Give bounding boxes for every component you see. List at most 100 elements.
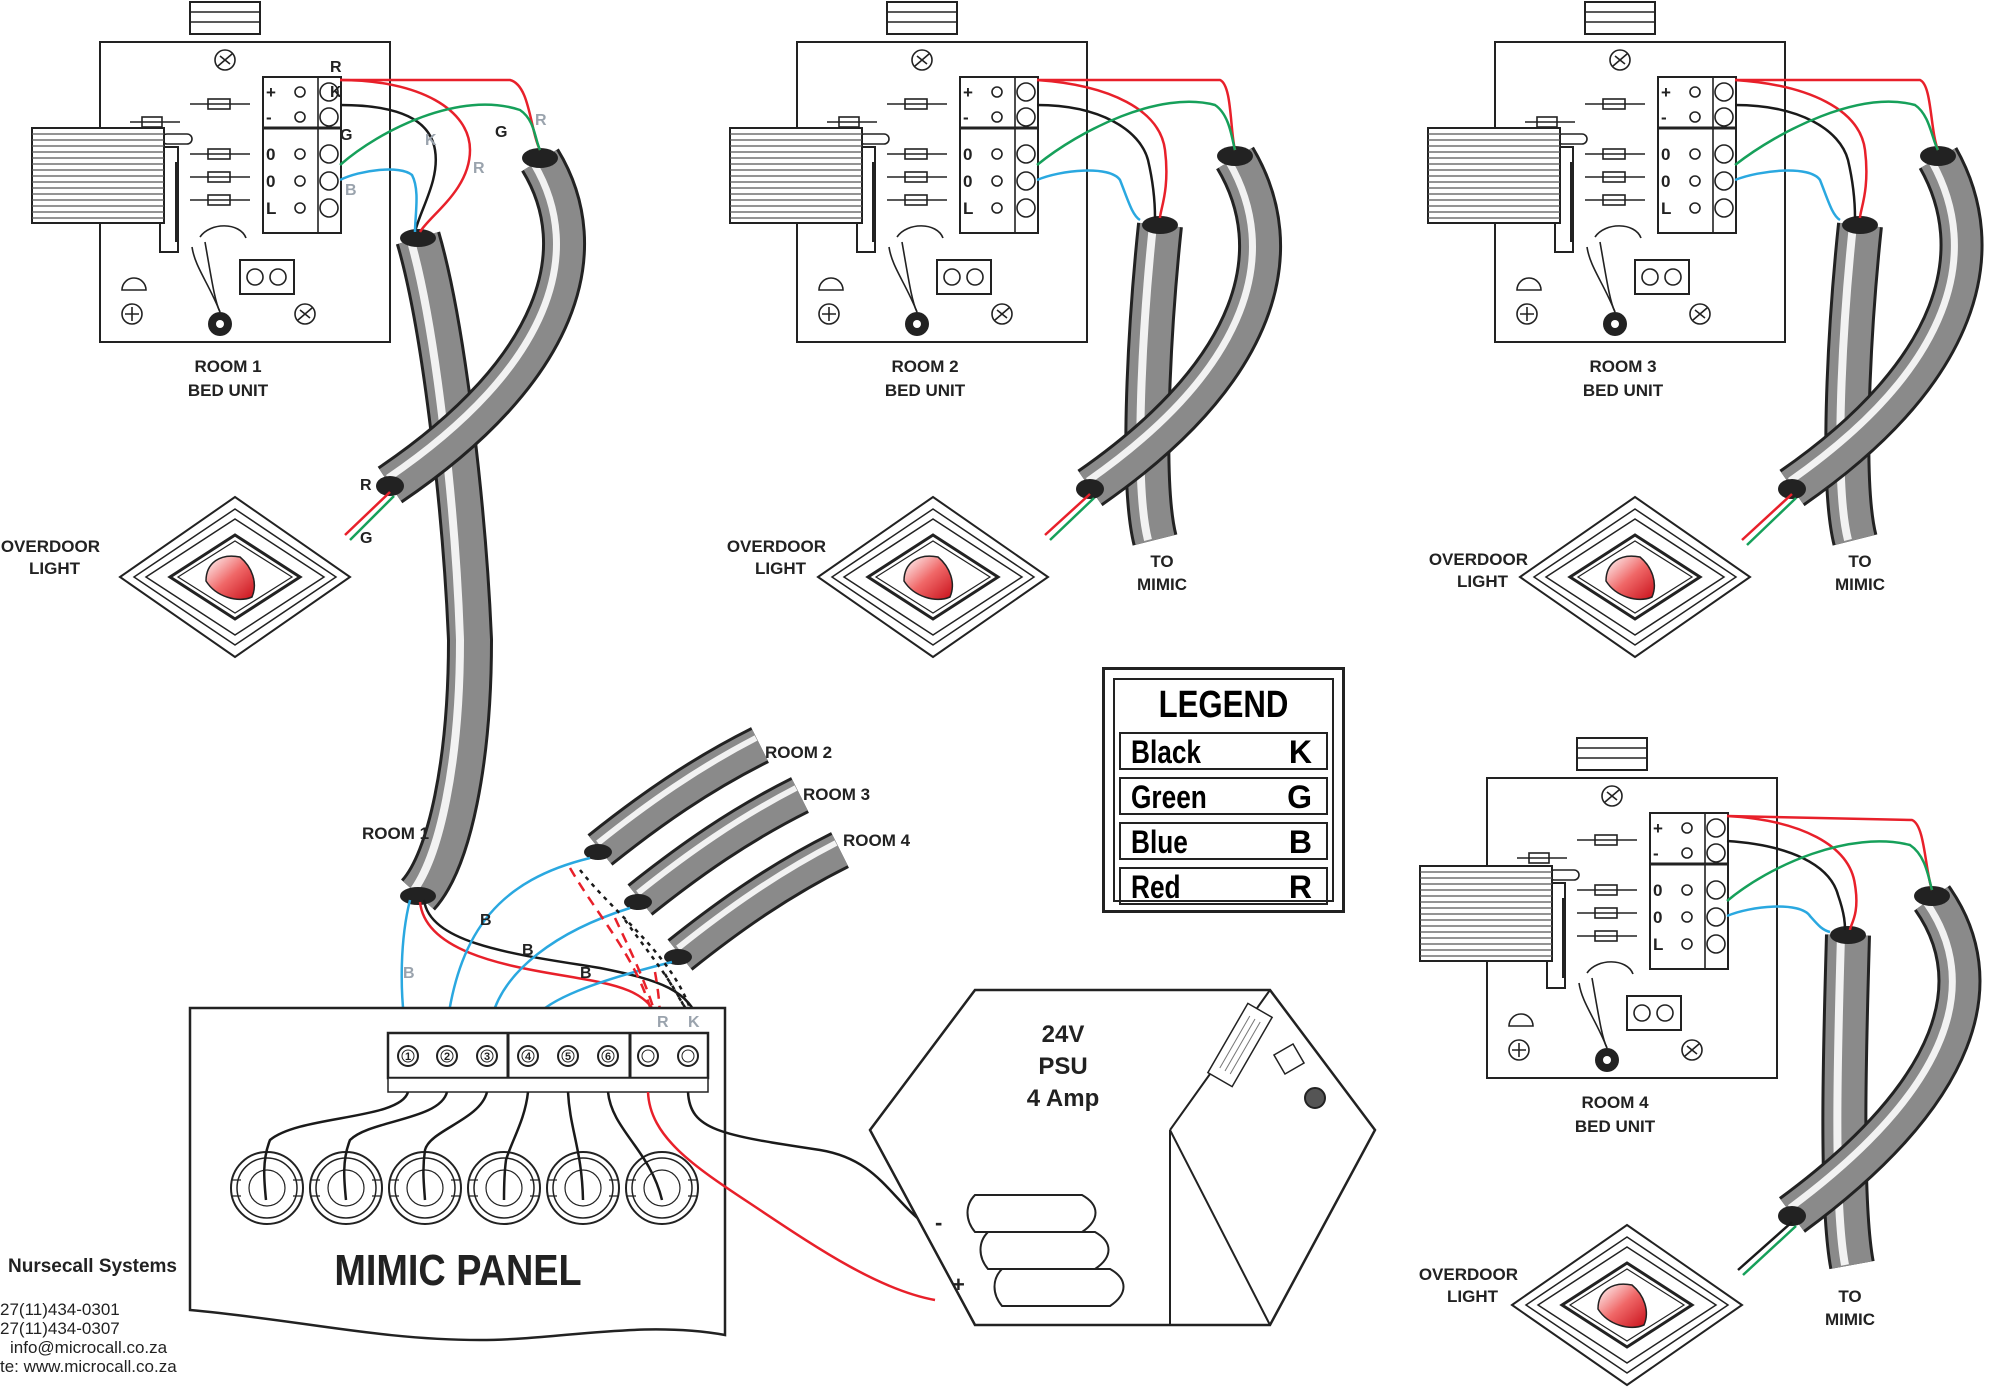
svg-text:-: - [1653,844,1659,863]
svg-text:ROOM 1: ROOM 1 [194,357,261,376]
legend-row-green: Green G [1119,777,1328,815]
svg-text:0: 0 [266,172,275,191]
svg-text:ROOM 3: ROOM 3 [1589,357,1656,376]
svg-text:ROOM 4: ROOM 4 [1581,1093,1649,1112]
svg-text:-: - [1661,108,1667,127]
svg-text:R: R [330,59,342,76]
legend-title: LEGEND [1158,684,1289,726]
svg-text:+: + [266,83,276,102]
svg-text:ROOM 2: ROOM 2 [765,743,832,762]
contact-email[interactable]: info@microcall.co.za [10,1338,168,1357]
contact-website[interactable]: te: www.microcall.co.za [0,1357,177,1376]
legend-code: B [1288,824,1312,860]
svg-text:-: - [963,108,969,127]
svg-text:B: B [580,965,592,982]
legend-inner: LEGEND Black K Green G Blue B Red R [1113,678,1334,905]
company-name: Nursecall Systems [8,1256,177,1277]
svg-text:+: + [1653,819,1663,838]
legend-code: G [1287,779,1312,815]
svg-text:L: L [963,199,973,218]
svg-text:L: L [1653,935,1663,954]
legend-name: Red [1131,869,1181,905]
legend-name: Black [1131,734,1202,770]
svg-text:OVERDOOR: OVERDOOR [1419,1265,1518,1284]
overdoor-light-room-1 [118,495,352,659]
to-mimic-labels: TO MIMIC TO MIMIC TO MIMIC [1137,552,1885,1329]
svg-text:BED UNIT: BED UNIT [188,381,269,400]
svg-text:K: K [688,1014,700,1031]
overdoor-light-room-2 [816,495,1050,659]
legend-name: Blue [1131,824,1188,860]
legend-name: Green [1131,779,1207,815]
svg-text:MIMIC: MIMIC [1835,575,1885,594]
legend: LEGEND Black K Green G Blue B Red R [1102,667,1345,913]
svg-text:OVERDOOR: OVERDOOR [727,537,826,556]
svg-text:L: L [1661,199,1671,218]
svg-text:R: R [360,477,372,494]
svg-text:0: 0 [266,145,275,164]
svg-text:6: 6 [605,1051,611,1063]
svg-text:ROOM 4: ROOM 4 [843,831,911,850]
svg-text:3: 3 [484,1051,490,1063]
svg-text:0: 0 [1661,145,1670,164]
svg-text:BED UNIT: BED UNIT [1575,1117,1656,1136]
psu-line-2: PSU [1038,1053,1087,1080]
svg-text:B: B [345,182,357,199]
mimic-panel-title: MIMIC PANEL [334,1245,581,1294]
svg-text:R: R [657,1014,669,1031]
overdoor-light-room-4 [1510,1223,1744,1387]
wire-letter-labels: R K G B K R G R R G B B B B R K [330,59,700,1031]
cable-labels: ROOM 1 ROOM 2 ROOM 3 ROOM 4 [362,743,911,850]
legend-row-red: Red R [1119,867,1328,905]
svg-text:G: G [495,124,507,141]
svg-text:L: L [266,199,276,218]
terminal-labels: +- 00L +- 00L +- 00L +- 00L [266,83,1671,954]
psu-line-1: 24V [1042,1021,1085,1048]
svg-text:ROOM 1: ROOM 1 [362,824,429,843]
psu: 24V PSU 4 Amp - + [868,988,1377,1327]
unit-wires [339,78,1940,1276]
svg-text:+: + [963,83,973,102]
svg-text:G: G [340,127,352,144]
svg-text:ROOM 3: ROOM 3 [803,785,870,804]
svg-text:K: K [330,84,342,101]
legend-row-blue: Blue B [1119,822,1328,860]
svg-text:B: B [403,965,415,982]
contact-fax: 27(11)434-0307 [0,1319,120,1338]
svg-text:ROOM 2: ROOM 2 [891,357,958,376]
svg-text:1: 1 [405,1051,411,1063]
svg-text:MIMIC: MIMIC [1825,1310,1875,1329]
svg-text:R: R [535,112,547,129]
svg-text:G: G [360,530,372,547]
cables [376,146,1984,1270]
svg-text:LIGHT: LIGHT [1447,1287,1499,1306]
unit-labels: ROOM 1 BED UNIT ROOM 2 BED UNIT ROOM 3 BED … [188,357,1664,1136]
svg-text:4: 4 [525,1051,532,1063]
svg-text:B: B [480,912,492,929]
svg-text:BED UNIT: BED UNIT [1583,381,1664,400]
overdoor-light-room-3 [1518,495,1752,659]
svg-text:K: K [425,132,437,149]
contact-phone: 27(11)434-0301 [0,1300,120,1319]
svg-text:0: 0 [1661,172,1670,191]
svg-text:TO: TO [1150,552,1173,571]
mimic-panel: 1 2 3 4 5 6 MIMIC PANEL [188,1006,936,1342]
contact-info: 27(11)434-0301 27(11)434-0307 info@micro… [0,1300,177,1376]
legend-row-black: Black K [1119,732,1328,770]
psu-line-3: 4 Amp [1027,1085,1099,1112]
svg-text:TO: TO [1838,1287,1861,1306]
psu-plus: + [952,1272,965,1297]
legend-code: K [1288,734,1312,770]
svg-text:5: 5 [565,1051,571,1063]
svg-text:+: + [1661,83,1671,102]
psu-minus: - [935,1210,942,1235]
svg-text:TO: TO [1848,552,1871,571]
svg-text:MIMIC: MIMIC [1137,575,1187,594]
legend-code: R [1288,869,1312,905]
svg-text:OVERDOOR: OVERDOOR [1,537,100,556]
svg-text:0: 0 [963,145,972,164]
svg-text:0: 0 [1653,908,1662,927]
svg-text:LIGHT: LIGHT [755,559,807,578]
svg-text:BED UNIT: BED UNIT [885,381,966,400]
